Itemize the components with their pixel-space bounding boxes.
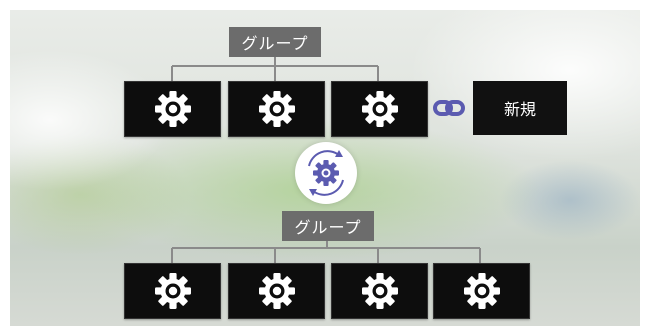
gear-icon xyxy=(154,91,191,127)
gear-icon xyxy=(154,273,191,309)
bottom-group-label: グループ xyxy=(282,211,374,241)
gear-icon xyxy=(258,273,295,309)
diagram-canvas: グループ 新規 xyxy=(10,10,640,326)
gear-icon xyxy=(463,273,500,309)
gear-sync-icon xyxy=(295,142,357,204)
bottom-device-2 xyxy=(228,263,325,319)
bottom-device-3 xyxy=(331,263,428,319)
new-device-box: 新規 xyxy=(473,81,567,135)
gear-icon xyxy=(361,273,398,309)
top-group-label: グループ xyxy=(229,27,321,57)
gear-icon xyxy=(258,91,295,127)
top-device-2 xyxy=(228,81,325,137)
gear-icon xyxy=(361,91,398,127)
chain-link-icon xyxy=(433,100,465,116)
bottom-device-4 xyxy=(433,263,530,319)
connector-lines xyxy=(171,57,481,263)
top-device-3 xyxy=(331,81,428,137)
top-device-1 xyxy=(124,81,221,137)
bottom-device-1 xyxy=(124,263,221,319)
